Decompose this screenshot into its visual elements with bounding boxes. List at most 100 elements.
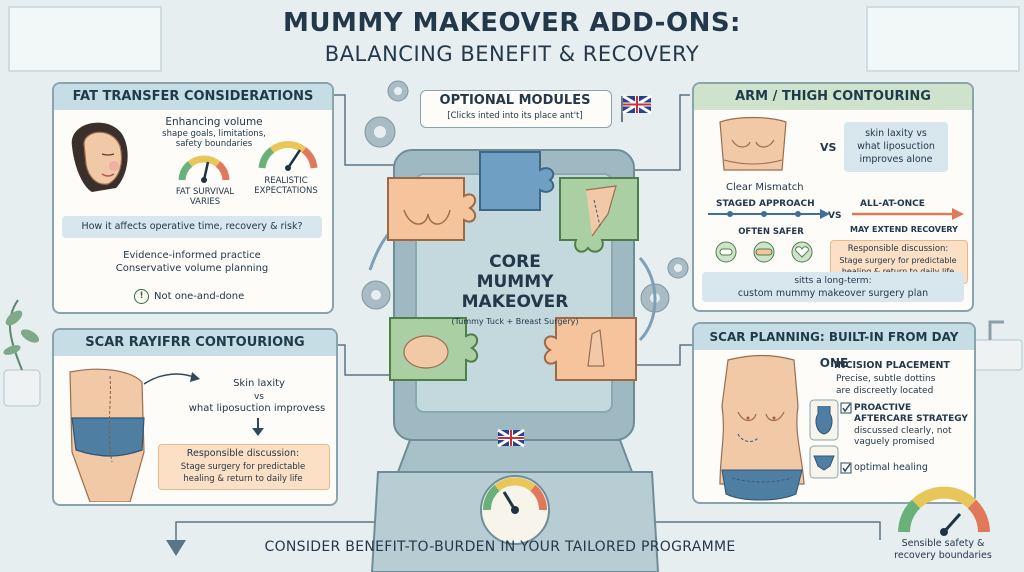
fat-goals-text: shape goals, limitations, xyxy=(162,129,266,139)
gauge-icon xyxy=(178,155,230,183)
arm-plan-note xyxy=(702,272,964,302)
arm-clear-mismatch: Clear Mismatch xyxy=(726,182,804,193)
torso-icon xyxy=(719,116,787,171)
fat-question-note xyxy=(62,216,322,238)
fat-question-text: How it affects operative time, recovery … xyxy=(81,221,303,232)
scar-responsible-line1: Stage surgery for predictable xyxy=(180,462,306,472)
arm-vs-label: VS xyxy=(820,141,837,154)
sink-icon xyxy=(971,320,1023,371)
woman-torso-icon xyxy=(719,354,805,501)
connector-line xyxy=(175,521,462,548)
arm-laxity-line3: improves alone xyxy=(859,154,933,165)
uk-flag-icon xyxy=(497,428,525,448)
scar-planning-header: SCAR PLANNING: BUILT-IN FROM DAY ONE xyxy=(694,324,974,370)
arrow-right-icon xyxy=(143,372,200,385)
scar-incision-title: INCISION PLACEMENT xyxy=(834,360,950,371)
arm-laxity-line2: what liposuction xyxy=(857,141,935,152)
arm-responsible-line1: Stage surgery for predictable xyxy=(839,256,957,265)
recovery-gauge-icon xyxy=(480,475,550,545)
puzzle-piece-breast xyxy=(387,177,477,241)
connector-line xyxy=(568,521,881,540)
arm-thigh-panel: ARM / THIGH CONTOURING VS skin laxity vs… xyxy=(692,82,974,312)
scar-responsible-note xyxy=(158,444,330,490)
connector-line xyxy=(630,344,692,366)
scar-optimal-healing: optimal healing xyxy=(854,462,928,473)
fat-not-one-and-done: Not one-and-done xyxy=(154,291,245,302)
puzzle-pieces xyxy=(387,151,639,381)
scar-planning-panel: SCAR PLANNING: BUILT-IN FROM DAY ONE INC… xyxy=(692,322,976,504)
scar-proactive-line2: AFTERCARE STRATEGY xyxy=(854,414,968,424)
core-title-line3: MAKEOVER xyxy=(461,292,569,312)
arm-responsible-line2: healing & return to daily life xyxy=(830,266,966,278)
arrow-down-icon xyxy=(252,418,264,436)
optional-modules-label: OPTIONAL MODULES xyxy=(439,93,591,108)
checkbox-icon xyxy=(840,462,852,474)
scar-proactive-line4: vaguely promised xyxy=(854,437,935,447)
arm-staged-approach: STAGED APPROACH xyxy=(716,199,815,209)
scar-contouring-panel: SCAR RAYIFRR CONTOURIONG Skin laxity vs … xyxy=(52,328,338,506)
core-subtitle: (Tummy Tuck + Breast Surgery) xyxy=(451,317,579,326)
arm-often-safer: OFTEN SAFER xyxy=(738,227,804,237)
scar-skin-laxity: Skin laxity xyxy=(233,378,285,389)
arm-plan-line1: sitts a long-term: xyxy=(794,276,872,286)
fat-varies-label: VARIES xyxy=(189,197,221,207)
fat-conservative-text: Conservative volume planning xyxy=(115,263,269,274)
arm-may-extend: MAY EXTEND RECOVERY xyxy=(850,225,958,234)
scar-responsible-line2: healing & return to daily life xyxy=(183,474,303,484)
gauge-icon xyxy=(258,141,318,171)
fat-transfer-panel: FAT TRANSFER CONSIDERATIONS Enhancing vo… xyxy=(52,82,334,314)
background-window-right xyxy=(866,6,1020,72)
fat-enhancing-volume: Enhancing volume xyxy=(165,116,263,128)
arm-responsible-title: Responsible discussion: xyxy=(847,244,949,254)
arm-laxity-note xyxy=(844,122,948,172)
fat-boundaries-text: safety boundaries xyxy=(175,139,253,149)
scar-lipo-text: what liposuction improvess xyxy=(188,403,326,414)
safety-gauge-icon xyxy=(898,486,990,536)
scar-contouring-header: SCAR RAYIFRR CONTOURIONG xyxy=(54,330,336,356)
woman-face-icon xyxy=(71,122,128,192)
heart-icon xyxy=(791,241,813,263)
arrow-down-icon xyxy=(166,540,186,556)
footer-sensible-line2: recovery boundaries xyxy=(894,550,992,561)
alert-icon: ! xyxy=(134,289,149,304)
arm-all-at-once: ALL-AT-ONCE xyxy=(860,199,925,209)
connector-line xyxy=(332,344,400,376)
fat-survival-label: FAT SURVIVAL xyxy=(175,187,235,197)
fat-transfer-header: FAT TRANSFER CONSIDERATIONS xyxy=(54,84,332,110)
scar-incision-line1: Precise, subtle dottins xyxy=(836,374,936,384)
plant-icon xyxy=(3,299,41,407)
briefs-icon xyxy=(809,445,839,479)
swimsuit-icon xyxy=(809,399,839,441)
arm-vs2-label: VS xyxy=(828,211,842,221)
page-subtitle: BALANCING BENEFIT & RECOVERY xyxy=(324,42,700,66)
arm-laxity-line1: skin laxity vs xyxy=(865,128,927,139)
footer-consider-text: CONSIDER BENEFIT-TO-BURDEN IN YOUR TAILO… xyxy=(264,539,736,555)
scar-proactive-line3: discussed clearly, not xyxy=(854,426,952,436)
background-window-left xyxy=(8,6,162,72)
core-title-line1: CORE xyxy=(489,252,541,272)
connector-line xyxy=(630,94,690,171)
gear-icon xyxy=(667,257,689,279)
gear-icon xyxy=(361,280,391,310)
arm-plan-line2: custom mummy makeover surgery plan xyxy=(737,288,929,299)
page-title: MUMMY MAKEOVER ADD-ONS: xyxy=(283,8,741,38)
footer-sensible-line1: Sensible safety & xyxy=(901,538,985,549)
staged-arrow xyxy=(708,208,964,220)
optional-modules-box xyxy=(420,90,612,128)
expectations-label: EXPECTATIONS xyxy=(254,186,318,196)
puzzle-piece-arm xyxy=(543,317,637,381)
scar-responsible-title: Responsible discussion: xyxy=(186,448,300,459)
realistic-label: REALISTIC xyxy=(264,176,308,186)
gear-icon xyxy=(387,80,409,102)
arm-thigh-header: ARM / THIGH CONTOURING xyxy=(694,84,972,110)
fat-evidence-text: Evidence-informed practice xyxy=(123,250,261,261)
hip-body-icon xyxy=(69,368,145,502)
puzzle-piece-thigh xyxy=(559,177,639,253)
staged-icons xyxy=(715,241,813,263)
checkbox-icon xyxy=(840,402,852,414)
scar-incision-line2: are discreetly located xyxy=(836,386,934,396)
core-title-line2: MUMMY xyxy=(476,272,554,292)
pill-icon xyxy=(715,241,737,263)
scar-vs: vs xyxy=(253,392,264,402)
